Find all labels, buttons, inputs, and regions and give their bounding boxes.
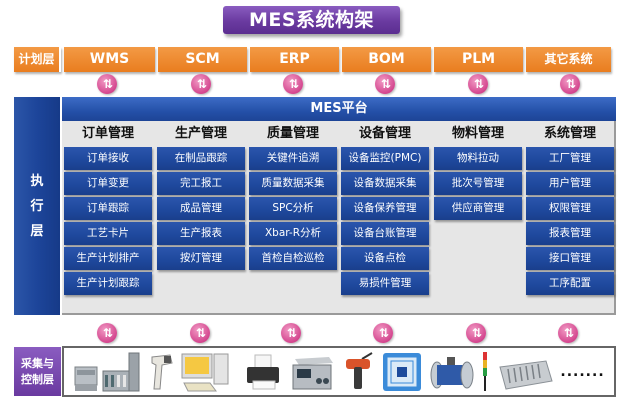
module-item: SPC分析 [249, 197, 337, 220]
module-order-management: 订单管理 订单接收 订单变更 订单跟踪 工艺卡片 生产计划排产 生产计划跟踪 [64, 121, 152, 297]
system-bom: BOM [342, 47, 431, 72]
module-item: 设备台账管理 [341, 222, 429, 245]
module-item: 供应商管理 [434, 197, 522, 220]
control-layer-devices: ....... [62, 346, 616, 397]
module-item: 生产报表 [157, 222, 245, 245]
bidirectional-arrow-icon: ⇅ [97, 323, 117, 343]
bidirectional-arrow-icon: ⇅ [466, 323, 486, 343]
module-item: 生产计划排产 [64, 247, 152, 270]
planning-layer: 计划层 WMS SCM ERP BOM PLM 其它系统 [14, 47, 611, 72]
bidirectional-arrow-icon: ⇅ [190, 323, 210, 343]
diagram-title: MES系统构架 [223, 6, 400, 34]
bidirectional-arrow-icon: ⇅ [97, 74, 117, 94]
module-item: 订单变更 [64, 172, 152, 195]
module-item: 易损件管理 [341, 272, 429, 295]
module-item: 订单跟踪 [64, 197, 152, 220]
module-header: 质量管理 [266, 126, 319, 141]
instrument-box-icon [289, 352, 335, 392]
module-header: 系统管理 [543, 126, 596, 141]
module-header: 生产管理 [174, 126, 227, 141]
module-item: 设备监控(PMC) [341, 147, 429, 170]
module-header: 订单管理 [81, 126, 134, 141]
execution-layer-panel: MES平台 订单管理 订单接收 订单变更 订单跟踪 工艺卡片 生产计划排产 生产… [62, 97, 616, 315]
module-item: 质量数据采集 [249, 172, 337, 195]
module-item: 报表管理 [526, 222, 614, 245]
module-header: 物料管理 [451, 126, 504, 141]
module-item: 关键件追溯 [249, 147, 337, 170]
module-quality-management: 质量管理 关键件追溯 质量数据采集 SPC分析 Xbar-R分析 首检自检巡检 [249, 121, 337, 272]
bidirectional-arrow-icon: ⇅ [283, 74, 303, 94]
flow-sensor-icon [429, 352, 475, 392]
module-item: 在制品跟踪 [157, 147, 245, 170]
module-item: 首检自检巡检 [249, 247, 337, 270]
plc-icon [73, 352, 141, 392]
system-erp: ERP [250, 47, 339, 72]
module-item: 批次号管理 [434, 172, 522, 195]
module-material-management: 物料管理 物料拉动 批次号管理 供应商管理 [434, 121, 522, 222]
bidirectional-arrow-icon: ⇅ [560, 74, 580, 94]
module-item: 物料拉动 [434, 147, 522, 170]
module-item: 完工报工 [157, 172, 245, 195]
io-module-icon [496, 352, 554, 392]
bidirectional-arrow-icon: ⇅ [191, 74, 211, 94]
system-other: 其它系统 [526, 47, 611, 72]
module-item: 成品管理 [157, 197, 245, 220]
system-wms: WMS [64, 47, 155, 72]
module-system-management: 系统管理 工厂管理 用户管理 权限管理 报表管理 接口管理 工序配置 [526, 121, 614, 297]
mes-platform-header: MES平台 [62, 97, 616, 121]
system-plm: PLM [434, 47, 523, 72]
bidirectional-arrow-icon: ⇅ [281, 323, 301, 343]
module-item: 设备保养管理 [341, 197, 429, 220]
bidirectional-arrow-icon: ⇅ [558, 323, 578, 343]
module-item: 按灯管理 [157, 247, 245, 270]
printer-icon [243, 352, 283, 392]
module-item: 工艺卡片 [64, 222, 152, 245]
control-layer-label: 采集与 控制层 [14, 347, 61, 396]
module-item: 工序配置 [526, 272, 614, 295]
bidirectional-arrow-icon: ⇅ [373, 323, 393, 343]
more-devices-ellipsis: ....... [560, 363, 605, 380]
module-header: 设备管理 [358, 126, 411, 141]
module-item: 权限管理 [526, 197, 614, 220]
bidirectional-arrow-icon: ⇅ [468, 74, 488, 94]
module-item: 工厂管理 [526, 147, 614, 170]
module-item: Xbar-R分析 [249, 222, 337, 245]
module-production-management: 生产管理 在制品跟踪 完工报工 成品管理 生产报表 按灯管理 [157, 121, 245, 272]
barcode-scanner-icon [148, 352, 174, 392]
torque-wrench-icon [342, 351, 376, 392]
module-item: 设备数据采集 [341, 172, 429, 195]
module-item: 用户管理 [526, 172, 614, 195]
module-item: 设备点检 [341, 247, 429, 270]
module-equipment-management: 设备管理 设备监控(PMC) 设备数据采集 设备保养管理 设备台账管理 设备点检… [341, 121, 429, 297]
rfid-tag-icon [382, 352, 422, 392]
andon-light-icon [481, 351, 489, 392]
system-scm: SCM [158, 47, 247, 72]
bidirectional-arrow-icon: ⇅ [375, 74, 395, 94]
computer-icon [180, 352, 236, 392]
module-item: 订单接收 [64, 147, 152, 170]
module-item: 接口管理 [526, 247, 614, 270]
module-item: 生产计划跟踪 [64, 272, 152, 295]
execution-layer-label: 执 行 层 [14, 97, 60, 315]
planning-layer-label: 计划层 [14, 47, 61, 72]
